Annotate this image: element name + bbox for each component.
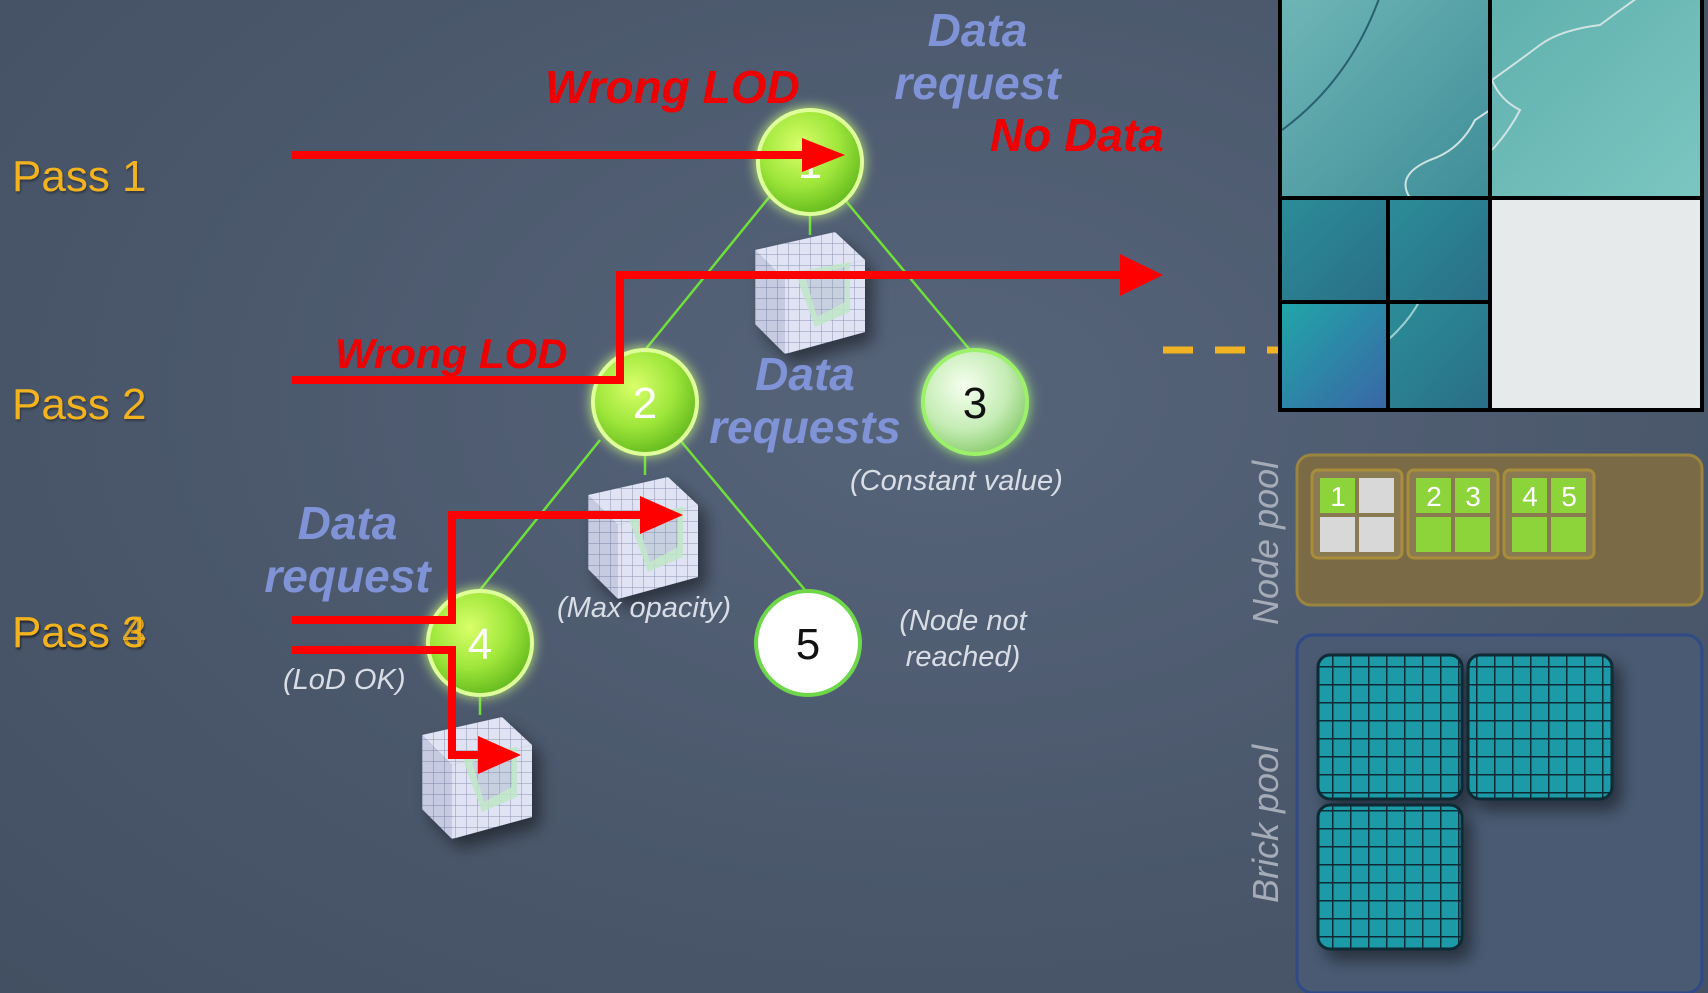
ray-pass-4 xyxy=(292,646,521,774)
lod-ok-note: (LoD OK) xyxy=(283,664,406,696)
node-2-label: 2 xyxy=(633,379,657,428)
data-request-top-line-1: Data xyxy=(927,4,1028,56)
node-pool-tile-3-label-a: 4 xyxy=(1522,481,1538,512)
pass-3-label: Pass 3 xyxy=(12,608,147,657)
node-pool: 1 2 3 4 5 xyxy=(1295,453,1704,607)
ray-pass-3 xyxy=(292,496,683,624)
wrong-lod-pass-1: Wrong LOD xyxy=(545,61,800,113)
pass-1-label: Pass 1 xyxy=(12,152,147,201)
pass-4-label: Pass 4 xyxy=(12,608,147,657)
pass-2-label: Pass 2 xyxy=(12,380,147,429)
data-request-top-line-2: request xyxy=(894,56,1061,109)
node-3-label: 3 xyxy=(963,379,987,428)
node-3: 3 xyxy=(921,348,1029,456)
max-opacity-note: (Max opacity) xyxy=(557,592,732,624)
brick-pool-label: Brick pool xyxy=(1245,744,1286,903)
node-pool-tile-2-label-a: 2 xyxy=(1426,481,1442,512)
ray-pass-1 xyxy=(292,138,845,172)
brick-3 xyxy=(1316,803,1464,951)
no-data-label: No Data xyxy=(990,109,1164,161)
data-request-left: Data request xyxy=(255,497,440,603)
node-5-label: 5 xyxy=(796,620,820,669)
node-pool-tile-3: 4 5 xyxy=(1502,468,1596,560)
data-request-top: Data request xyxy=(885,4,1070,110)
ray-pass-2 xyxy=(292,254,1163,384)
node-pool-tile-1: 1 xyxy=(1310,468,1404,560)
data-request-left-line-2: request xyxy=(264,549,431,602)
voxel-brick-2 xyxy=(588,477,698,599)
node-4-label: 4 xyxy=(468,620,492,669)
node-2: 2 xyxy=(591,348,699,456)
data-requests-mid-line-1: Data xyxy=(755,348,855,400)
node-pool-tile-2-label-b: 3 xyxy=(1465,481,1481,512)
data-requests-mid: Data requests xyxy=(700,348,910,454)
node-not-reached-note: (Node not reached) xyxy=(888,603,1038,676)
node-pool-tile-3-label-b: 5 xyxy=(1561,481,1577,512)
node-not-reached-line-1: (Node not xyxy=(899,605,1027,637)
brick-1 xyxy=(1316,653,1464,801)
voxel-brick-4 xyxy=(422,717,532,839)
wrong-lod-pass-2: Wrong LOD xyxy=(335,330,568,377)
node-pool-tile-2: 2 3 xyxy=(1406,468,1500,560)
edge-2-5 xyxy=(679,439,806,591)
data-request-left-line-1: Data xyxy=(297,497,398,549)
node-4: 4 xyxy=(426,589,534,697)
node-pool-label: Node pool xyxy=(1245,460,1286,625)
constant-value-note: (Constant value) xyxy=(850,465,1063,497)
edge-1-2 xyxy=(644,189,776,351)
node-not-reached-line-2: reached) xyxy=(905,641,1021,674)
voxel-brick-1 xyxy=(755,232,865,354)
node-pool-tile-1-label: 1 xyxy=(1330,481,1346,512)
octree-map-view xyxy=(1278,0,1704,412)
node-5: 5 xyxy=(754,589,862,697)
brick-pool xyxy=(1295,633,1704,993)
brick-2 xyxy=(1466,653,1614,801)
data-requests-mid-line-2: requests xyxy=(709,400,901,453)
